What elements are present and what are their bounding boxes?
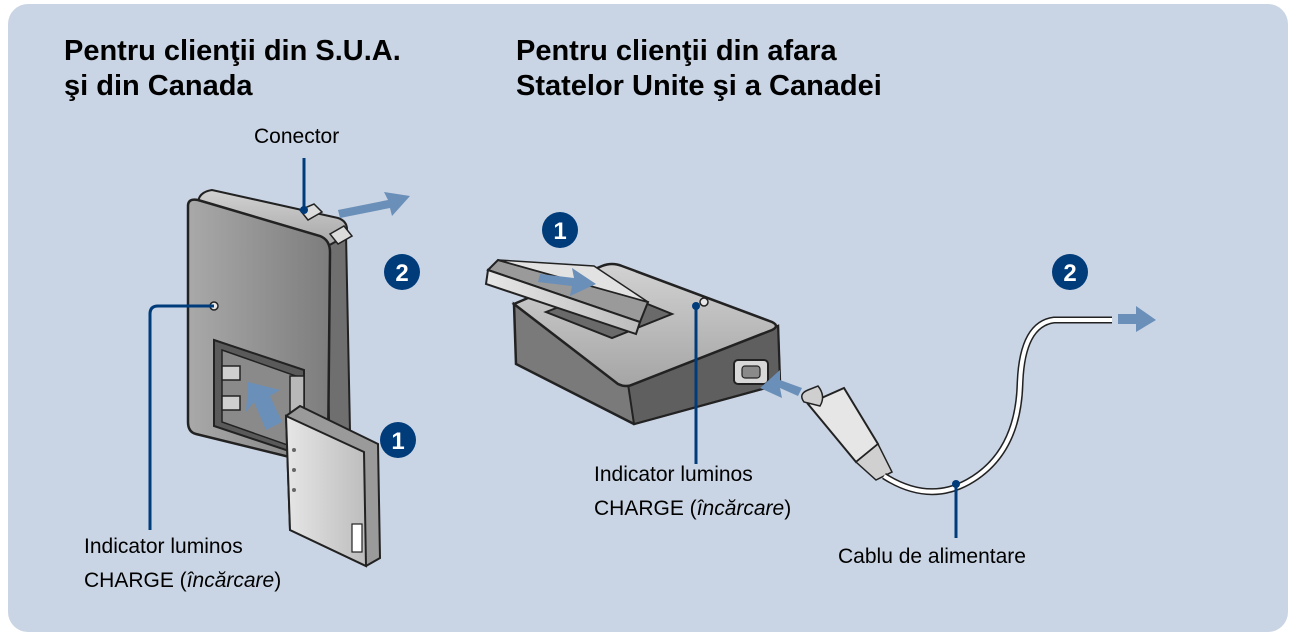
title-line-1: Pentru clienţii din S.U.A. xyxy=(64,35,401,67)
indicator-line-1: Indicator luminos xyxy=(84,535,243,558)
other-countries-title: Pentru clienţii din afara Statelor Unite… xyxy=(516,34,882,104)
charge-text: CHARGE ( xyxy=(84,569,187,592)
title-line-2: şi din Canada xyxy=(64,70,253,102)
step-badge-battery-right: 1 xyxy=(542,212,578,248)
step-number: 1 xyxy=(391,428,404,455)
indicator-line-1: Indicator luminos xyxy=(594,463,753,486)
wall-charger xyxy=(186,188,352,466)
indicator-label-right: Indicator luminos CHARGE (încărcare) xyxy=(594,458,791,526)
title-line-2: Statelor Unite şi a Canadei xyxy=(516,70,882,102)
step-badge-unplug-left: 2 xyxy=(384,254,420,290)
charge-italic-text: încărcare xyxy=(696,497,785,520)
outlet-arrow xyxy=(1118,306,1156,332)
step-badge-battery-left: 1 xyxy=(380,422,416,458)
battery-left xyxy=(284,404,382,568)
step-number: 2 xyxy=(395,260,408,287)
charge-italic-text: încărcare xyxy=(186,569,275,592)
charge-close-paren: ) xyxy=(274,569,282,592)
charge-close-paren: ) xyxy=(784,497,792,520)
indicator-line-2: CHARGE (încărcare) xyxy=(84,564,281,598)
step-number: 2 xyxy=(1063,260,1076,287)
instruction-panel: Pentru clienţii din S.U.A. şi din Canada… xyxy=(8,4,1288,632)
step-badge-unplug-right: 2 xyxy=(1052,254,1088,290)
plug-in-arrow xyxy=(760,370,802,398)
indicator-line-2: CHARGE (încărcare) xyxy=(594,492,791,526)
step-number: 1 xyxy=(553,218,566,245)
unplug-arrow xyxy=(338,192,410,218)
power-cable-label: Cablu de alimentare xyxy=(838,545,1026,568)
power-cable xyxy=(882,316,1112,496)
connector-label: Conector xyxy=(254,125,340,148)
power-cord-plug xyxy=(801,385,894,481)
indicator-leader-line xyxy=(148,304,214,530)
insert-arrow xyxy=(246,382,282,430)
charge-text: CHARGE ( xyxy=(594,497,697,520)
insert-arrow xyxy=(538,268,596,296)
indicator-label-left: Indicator luminos CHARGE (încărcare) xyxy=(84,530,281,598)
us-canada-title: Pentru clienţii din S.U.A. şi din Canada xyxy=(64,34,401,104)
title-line-1: Pentru clienţii din afara xyxy=(516,35,837,67)
charger-illustration: 2 1 xyxy=(148,158,1156,568)
